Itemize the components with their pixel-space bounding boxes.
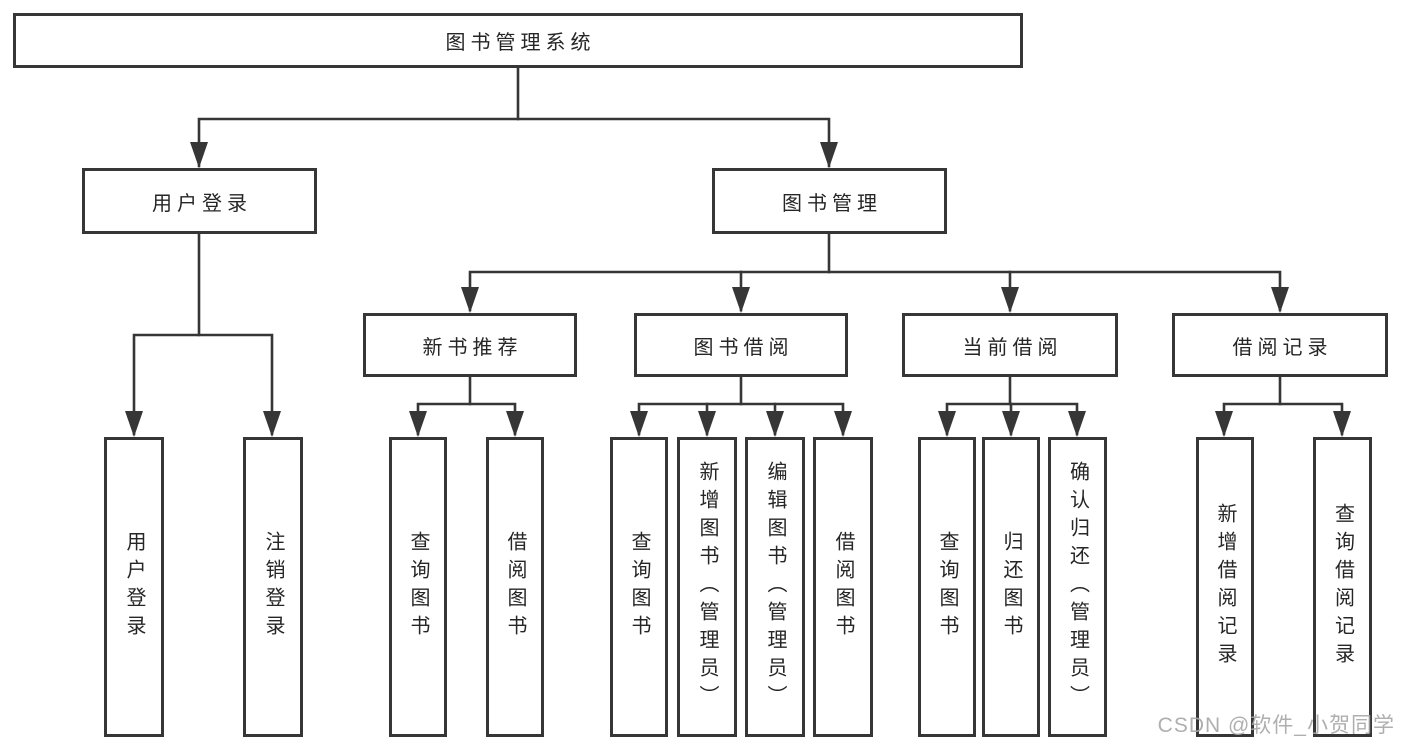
csdn-watermark: CSDN @软件_小贺同学	[1157, 714, 1395, 737]
leaf-user-login: 用户登录	[104, 437, 164, 737]
leaf-add-books-admin: 新增图书（管理员）	[677, 437, 737, 737]
leaf-borrow-query-books-label: 查询图书	[628, 531, 650, 643]
leaf-logout: 注销登录	[243, 437, 303, 737]
arrowheads	[125, 142, 1351, 437]
leaf-edit-books-admin-label: 编辑图书（管理员）	[764, 461, 786, 713]
node-root-system: 图书管理系统	[13, 13, 1023, 68]
leaf-edit-books-admin: 编辑图书（管理员）	[745, 437, 805, 737]
node-root-system-label: 图书管理系统	[445, 32, 596, 54]
node-borrow-records-label: 借阅记录	[1232, 336, 1333, 359]
leaf-return-books: 归还图书	[982, 437, 1040, 737]
leaf-logout-label: 注销登录	[262, 531, 284, 643]
node-new-book-recommend-label: 新书推荐	[422, 336, 523, 359]
leaf-rec-borrow-books-label: 借阅图书	[504, 531, 526, 643]
leaf-current-query-books-label: 查询图书	[936, 531, 958, 643]
leaf-query-borrow-record-label: 查询借阅记录	[1331, 503, 1354, 671]
leaf-add-books-admin-label: 新增图书（管理员）	[696, 461, 718, 713]
node-book-management-module: 图书管理	[712, 168, 947, 234]
leaf-query-borrow-record: 查询借阅记录	[1313, 437, 1372, 737]
leaf-rec-query-books: 查询图书	[389, 437, 447, 737]
node-book-management-module-label: 图书管理	[782, 192, 882, 215]
leaf-confirm-return-admin-label: 确认归还（管理员）	[1066, 461, 1089, 713]
leaf-rec-borrow-books: 借阅图书	[486, 437, 544, 737]
node-current-borrowing-label: 当前借阅	[962, 336, 1063, 359]
node-current-borrowing: 当前借阅	[902, 313, 1118, 377]
leaf-user-login-label: 用户登录	[123, 531, 145, 643]
leaf-borrow-books-label: 借阅图书	[832, 531, 854, 643]
leaf-confirm-return-admin: 确认归还（管理员）	[1048, 437, 1107, 737]
node-user-login-module: 用户登录	[82, 168, 317, 234]
leaf-current-query-books: 查询图书	[918, 437, 976, 737]
node-new-book-recommend: 新书推荐	[363, 313, 577, 377]
leaf-add-borrow-record-label: 新增借阅记录	[1214, 503, 1236, 671]
leaf-borrow-books: 借阅图书	[813, 437, 873, 737]
node-book-borrowing: 图书借阅	[634, 313, 848, 377]
leaf-rec-query-books-label: 查询图书	[407, 531, 429, 643]
leaf-add-borrow-record: 新增借阅记录	[1196, 437, 1254, 737]
node-user-login-module-label: 用户登录	[152, 192, 252, 215]
leaf-borrow-query-books: 查询图书	[610, 437, 668, 737]
node-book-borrowing-label: 图书借阅	[693, 336, 794, 359]
node-borrow-records: 借阅记录	[1172, 313, 1388, 377]
leaf-return-books-label: 归还图书	[1000, 531, 1022, 643]
